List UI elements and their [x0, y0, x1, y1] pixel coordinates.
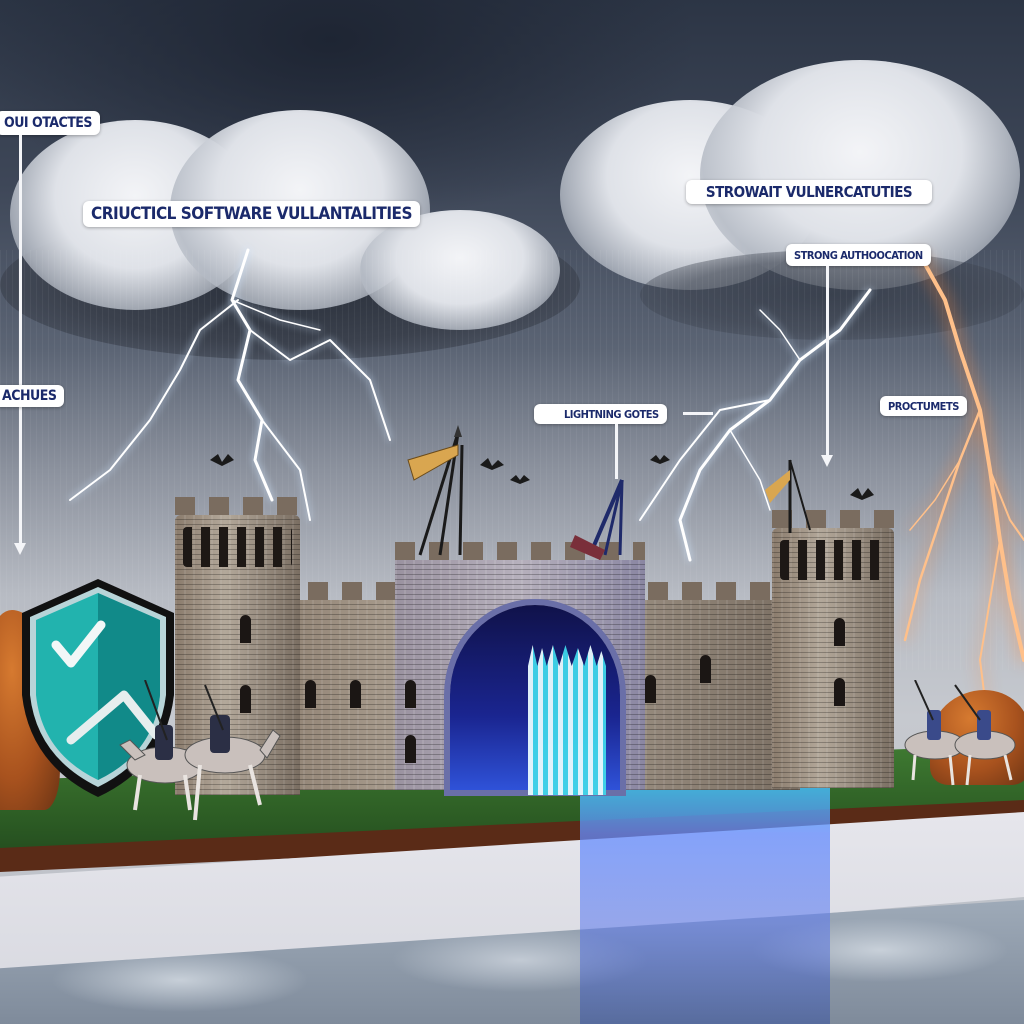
shield-check-icon — [22, 579, 174, 797]
arrowhead-icon — [14, 543, 26, 555]
castle-window — [700, 655, 711, 683]
arrowhead-icon — [821, 455, 833, 467]
castle-window — [645, 675, 656, 703]
banner-flag-icon — [765, 459, 811, 533]
label-top-left: OUI OTACTES — [0, 111, 100, 135]
castle-window — [305, 680, 316, 708]
castle-window — [405, 680, 416, 708]
castle-window — [350, 680, 361, 708]
label-protections: PROCTUMETS — [880, 396, 967, 416]
pointer-line — [19, 135, 22, 545]
castle-tower-right — [772, 510, 894, 788]
storm-cloud-left-3 — [360, 210, 560, 330]
pointer-line — [826, 266, 829, 456]
pointer-line — [615, 424, 618, 479]
label-strong-vulnerabilities: STROWAIT VULNERCATUTIES — [686, 180, 932, 204]
portcullis-icon — [528, 645, 606, 795]
knights-on-horseback-left — [119, 680, 281, 821]
banner-flag-icon — [407, 425, 464, 556]
glowing-blue-path — [580, 770, 830, 1024]
label-critical-software-vulnerabilities: CRIUCTICL SOFTWARE VULLANTALITIES — [83, 201, 420, 227]
label-lightning-gates: LIGHTNING GOTES — [534, 404, 667, 424]
label-breaches: ACHUES — [0, 385, 65, 407]
pointer-line — [683, 412, 713, 415]
catapult-icon — [570, 479, 624, 560]
knights-on-horseback-right — [904, 680, 1016, 786]
castle-window — [405, 735, 416, 763]
label-strong-authentication: STRONG AUTHOOCATION — [786, 244, 931, 266]
flying-birds — [210, 454, 874, 500]
